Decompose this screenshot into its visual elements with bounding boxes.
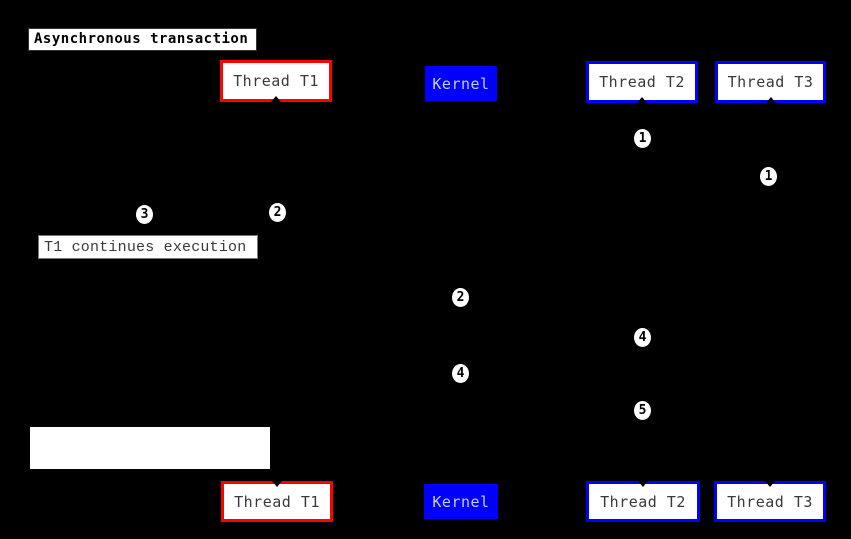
participant-thread-t2-bottom: Thread T2 — [586, 481, 700, 522]
participant-label: Kernel — [432, 74, 490, 93]
sequence-number-marker: 4 — [452, 364, 469, 383]
lifeline-notch — [638, 481, 648, 487]
participant-thread-t3-bottom: Thread T3 — [714, 481, 826, 522]
lifeline-notch — [272, 481, 282, 487]
participant-thread-t1-top: Thread T1 — [220, 60, 332, 102]
participant-label: Thread T1 — [233, 72, 319, 90]
participant-label: Thread T2 — [600, 492, 686, 511]
lifeline-notch — [765, 481, 775, 487]
note-t1-continues-execution: T1 continues execution — [38, 235, 258, 259]
lifeline-notch — [765, 97, 776, 103]
participant-label: Thread T1 — [234, 492, 320, 511]
participant-kernel-bottom: Kernel — [424, 484, 498, 519]
sequence-number-marker: 2 — [452, 288, 469, 307]
participant-label: Kernel — [432, 492, 490, 511]
participant-label: Thread T3 — [727, 73, 814, 91]
participant-thread-t3-top: Thread T3 — [715, 61, 826, 103]
participant-label: Thread T3 — [727, 492, 813, 511]
sequence-number-marker: 3 — [136, 205, 153, 224]
blank-note-box — [30, 427, 270, 469]
sequence-number-marker: 1 — [634, 129, 651, 148]
diagram-title: Asynchronous transaction — [28, 28, 257, 51]
sequence-number-marker: 5 — [634, 401, 651, 420]
lifeline-notch — [271, 96, 281, 102]
sequence-number-marker: 1 — [760, 167, 777, 186]
participant-label: Thread T2 — [599, 73, 685, 91]
participant-kernel-top: Kernel — [425, 66, 497, 101]
sequence-number-marker: 4 — [634, 328, 651, 347]
lifeline-notch — [637, 97, 647, 103]
participant-thread-t1-bottom: Thread T1 — [221, 481, 333, 522]
sequence-number-marker: 2 — [269, 203, 286, 222]
participant-thread-t2-top: Thread T2 — [586, 61, 698, 103]
